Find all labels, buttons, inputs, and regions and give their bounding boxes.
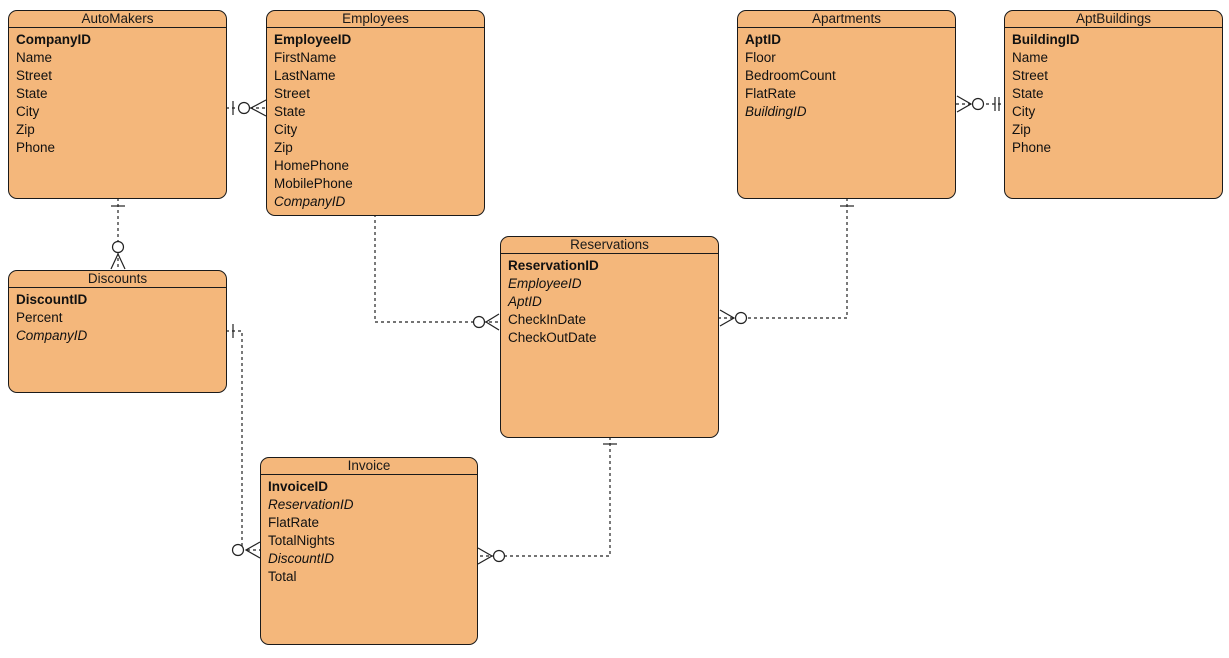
foreign-key-field: ReservationID [268,497,354,512]
attribute-field: Total [268,569,297,584]
entity-title: Reservations [501,237,718,254]
attribute-field: City [1012,104,1036,119]
relationship-aptbuildings-apartments [956,95,1005,113]
many-crowfoot [249,99,267,117]
relationship-employees-reservations [369,196,500,331]
foreign-key-field: EmployeeID [508,276,582,291]
many-crowfoot [244,541,261,559]
zero-marker [734,311,748,325]
attribute-field: FlatRate [268,515,320,530]
primary-key-field: InvoiceID [268,479,329,494]
attribute-field: MobilePhone [274,176,353,191]
relationship-reservations-invoice [477,437,617,565]
primary-key-field: BuildingID [1012,32,1080,47]
primary-key-field: DiscountID [16,292,88,307]
attribute-field: State [16,86,48,101]
primary-key-field: AptID [745,32,781,47]
attribute-field: CheckOutDate [508,330,597,345]
attribute-field: Zip [1012,122,1031,137]
attribute-field: FirstName [274,50,337,65]
attribute-field: Street [1012,68,1049,83]
zero-marker [111,240,125,254]
primary-key-field: EmployeeID [274,32,352,47]
entity-title: Apartments [738,11,955,28]
zero-marker [492,549,506,563]
primary-key-field: CompanyID [16,32,92,47]
attribute-field: Zip [16,122,35,137]
many-crowfoot [956,95,973,113]
attribute-field: Phone [1012,140,1052,155]
many-crowfoot [110,252,126,270]
attribute-field: HomePhone [274,158,350,173]
primary-key-field: ReservationID [508,258,599,273]
attribute-field: City [274,122,298,137]
attribute-field: LastName [274,68,336,83]
zero-marker [237,101,251,115]
attribute-field: BedroomCount [745,68,836,83]
relationship-automakers-employees [226,99,267,117]
entity-title: Discounts [9,271,226,288]
attribute-field: Street [16,68,53,83]
zero-marker [231,543,245,557]
entity-title: Invoice [261,458,477,475]
attribute-field: FlatRate [745,86,797,101]
entity-title: AptBuildings [1005,11,1222,28]
foreign-key-field: DiscountID [268,551,335,566]
entity-reservations[interactable]: Reservations ReservationID EmployeeID AptI… [500,236,719,438]
foreign-key-field: BuildingID [745,104,807,119]
attribute-field: Name [1012,50,1049,65]
relationship-discounts-invoice [226,324,261,559]
attribute-field: State [274,104,306,119]
zero-marker [971,97,985,111]
attribute-field: TotalNights [268,533,335,548]
attribute-field: Name [16,50,53,65]
foreign-key-field: AptID [508,294,542,309]
relationship-apartments-reservations [719,198,854,327]
attribute-field: City [16,104,40,119]
attribute-field: Phone [16,140,56,155]
attribute-field: Zip [274,140,293,155]
entity-title: AutoMakers [9,11,226,28]
many-crowfoot [484,313,500,331]
many-crowfoot [719,309,736,327]
attribute-field: Percent [16,310,63,325]
many-crowfoot [477,547,494,565]
attribute-field: Street [274,86,311,101]
attribute-field: State [1012,86,1044,101]
foreign-key-field: CompanyID [16,328,88,343]
attribute-field: CheckInDate [508,312,587,327]
relationship-automakers-discounts [110,198,126,270]
zero-marker [472,315,486,329]
foreign-key-field: CompanyID [274,194,346,209]
attribute-field: Floor [745,50,776,65]
entity-title: Employees [267,11,484,28]
